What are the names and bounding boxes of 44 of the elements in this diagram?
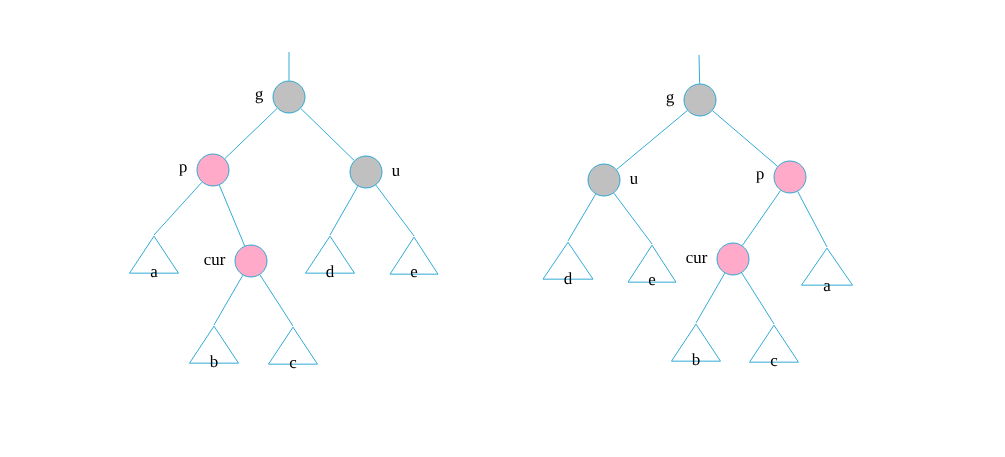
tree-edge	[218, 184, 246, 247]
subtree-triangle: b	[671, 323, 721, 366]
subtree-triangle: e	[627, 244, 677, 286]
tree-edge	[698, 54, 701, 84]
subtree-triangle: b	[189, 325, 239, 368]
tree-node-circle	[349, 155, 383, 189]
tree-edge	[153, 181, 203, 236]
subtree-triangle: d	[305, 235, 355, 278]
node-label: u	[629, 176, 638, 184]
tree-edge	[741, 272, 775, 325]
node-label: u	[391, 168, 400, 176]
subtree-triangle: e	[389, 236, 439, 278]
tree-edge	[741, 190, 782, 246]
subtree-triangle: c	[268, 326, 318, 369]
tree-edge	[329, 185, 359, 236]
tree-edge	[613, 192, 653, 245]
tree-edge	[616, 110, 688, 170]
tree-node-circle	[716, 242, 750, 276]
node-label: g	[255, 90, 264, 104]
tree-edge	[712, 110, 778, 167]
tree-node-circle	[683, 83, 717, 117]
tree-edge	[695, 272, 726, 324]
tree-node-circle	[773, 160, 807, 194]
node-label: p	[756, 171, 764, 183]
tree-edge	[797, 191, 828, 248]
tree-node-circle	[196, 153, 230, 187]
tree-node-circle	[234, 244, 268, 278]
tree-node-circle	[587, 163, 621, 197]
subtree-triangle: c	[749, 324, 799, 367]
tree-edge	[259, 274, 294, 327]
node-label: cur	[686, 254, 708, 264]
subtree-triangle: d	[542, 241, 594, 285]
node-label: g	[666, 93, 674, 107]
tree-edge	[300, 108, 355, 161]
tree-edge	[567, 193, 597, 242]
tree-edge	[213, 274, 244, 326]
tree-edge	[288, 51, 290, 81]
subtree-triangle: a	[801, 247, 853, 292]
subtree-triangle: a	[129, 235, 179, 278]
node-label: cur	[204, 256, 226, 266]
tree-node-circle	[272, 80, 306, 114]
tree-edge	[224, 107, 278, 160]
node-label: p	[179, 164, 187, 176]
tree-edge	[375, 184, 415, 237]
